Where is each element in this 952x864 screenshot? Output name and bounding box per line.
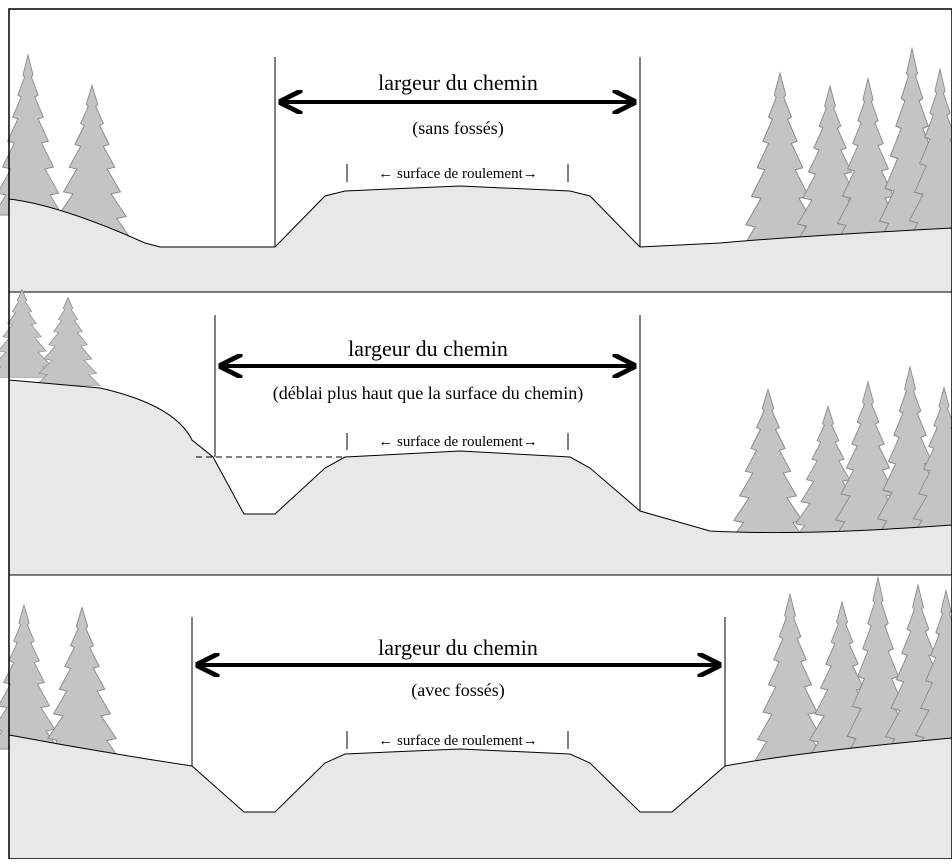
- tree-group-right: [729, 366, 952, 544]
- ground-profile: [8, 379, 952, 576]
- width-title: largeur du chemin: [348, 336, 508, 361]
- width-subtitle: (sans fossés): [412, 118, 504, 139]
- surface-dimension: ← surface de roulement→: [346, 731, 569, 749]
- tree-group-left: [0, 289, 101, 386]
- width-subtitle: (déblai plus haut que la surface du chem…: [273, 383, 583, 404]
- surface-dimension: ← surface de roulement→: [346, 433, 569, 450]
- ground-profile: [8, 734, 952, 860]
- surface-dimension: ← surface de roulement→: [346, 164, 569, 182]
- surface-label: ← surface de roulement→: [378, 166, 538, 182]
- tree-group-right: [741, 47, 952, 250]
- width-title: largeur du chemin: [378, 635, 538, 660]
- panel-sans-fosses: largeur du chemin (sans fossés) ← surfac…: [0, 47, 952, 293]
- surface-label: ← surface de roulement→: [378, 733, 538, 749]
- panel-avec-fosses: largeur du chemin (avec fossés) ← surfac…: [0, 576, 952, 860]
- width-subtitle: (avec fossés): [411, 680, 504, 701]
- width-title: largeur du chemin: [378, 70, 538, 95]
- panel-deblai: largeur du chemin (déblai plus haut que …: [0, 289, 952, 576]
- tree-group-right: [753, 576, 952, 764]
- surface-label: ← surface de roulement→: [378, 434, 538, 450]
